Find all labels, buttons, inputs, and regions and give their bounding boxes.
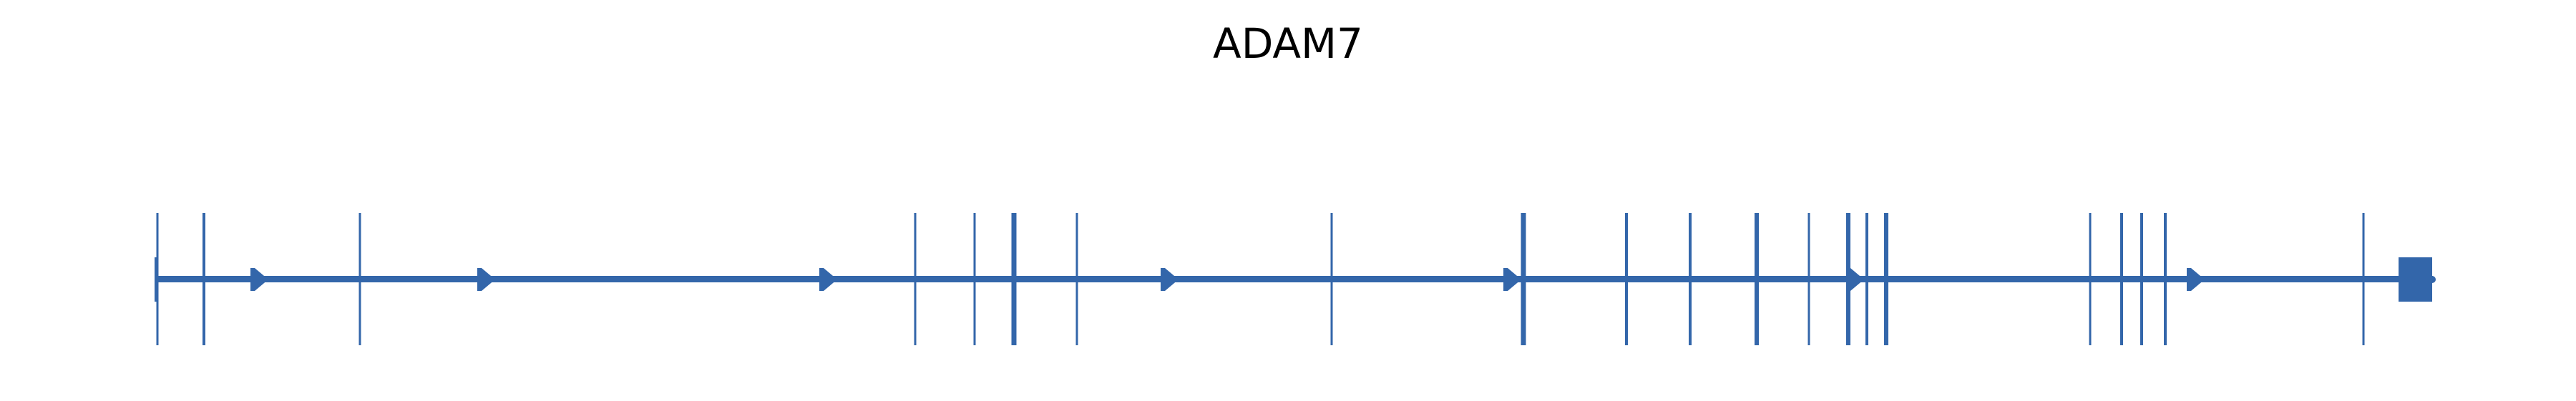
intron-line bbox=[155, 276, 2433, 282]
exon-mark bbox=[1625, 213, 1628, 345]
exon-mark bbox=[2120, 213, 2123, 345]
exon-mark bbox=[1689, 213, 1692, 345]
exon-mark bbox=[1521, 213, 1526, 345]
strand-arrow-icon bbox=[477, 268, 495, 291]
exon-mark bbox=[1865, 213, 1868, 345]
exon-mark bbox=[1330, 213, 1333, 345]
utr-start-box bbox=[155, 257, 157, 302]
strand-arrow-icon bbox=[819, 268, 837, 291]
exon-mark bbox=[203, 213, 205, 345]
exon-mark bbox=[2140, 213, 2143, 345]
strand-arrow-icon bbox=[1846, 268, 1864, 291]
strand-arrow-icon bbox=[1161, 268, 1179, 291]
gene-end-cap bbox=[2429, 276, 2436, 283]
exon-mark bbox=[358, 213, 361, 345]
exon-mark bbox=[2089, 213, 2092, 345]
exon-mark bbox=[914, 213, 917, 345]
strand-arrow-icon bbox=[250, 268, 268, 291]
exon-mark bbox=[2362, 213, 2365, 345]
utr-end-box bbox=[2399, 257, 2432, 302]
exon-mark bbox=[1755, 213, 1759, 345]
exon-mark bbox=[1011, 213, 1017, 345]
exon-mark bbox=[1075, 213, 1078, 345]
strand-arrow-icon bbox=[1503, 268, 1521, 291]
exon-mark bbox=[2164, 213, 2167, 345]
exon-mark bbox=[156, 213, 159, 345]
gene-title: ADAM7 bbox=[1213, 19, 1363, 68]
exon-mark bbox=[1807, 213, 1810, 345]
exon-mark bbox=[973, 213, 976, 345]
strand-arrow-icon bbox=[2187, 268, 2205, 291]
exon-mark bbox=[1884, 213, 1888, 345]
